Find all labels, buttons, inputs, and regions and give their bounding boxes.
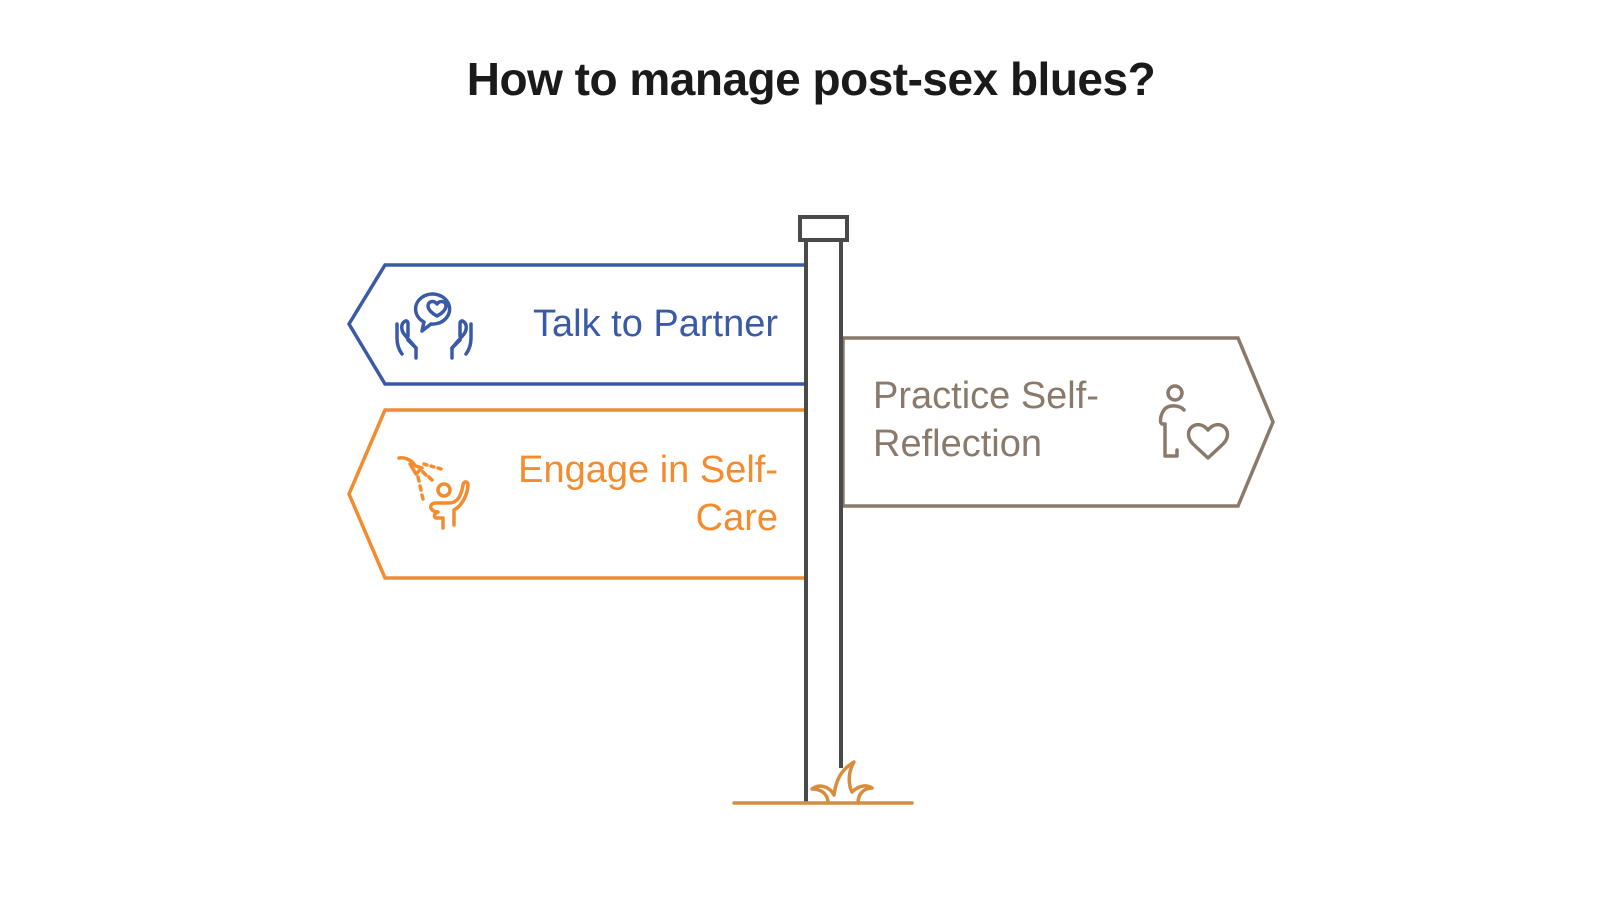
grass-tuft [810, 760, 874, 805]
sign-label-self-reflection-line-1: Practice Self- [873, 375, 1099, 417]
sign-label-talk-to-partner: Talk to Partner [533, 303, 778, 345]
sign-label-self-reflection: Practice Self- Reflection [873, 372, 1143, 468]
sign-label-self-care-line-2: Care [695, 497, 778, 539]
pole-cap [798, 215, 849, 242]
shower-person-icon [397, 456, 470, 530]
sign-label-self-reflection-line-2: Reflection [873, 423, 1042, 465]
hands-heart-speech-icon [395, 292, 473, 360]
page-title: How to manage post-sex blues? [466, 53, 1156, 105]
sign-label-self-care: Engage in Self- Care [470, 446, 778, 542]
sign-label-self-care-line-1: Engage in Self- [518, 449, 778, 491]
person-heart-icon [1158, 384, 1230, 460]
grass-and-ground [732, 760, 914, 805]
